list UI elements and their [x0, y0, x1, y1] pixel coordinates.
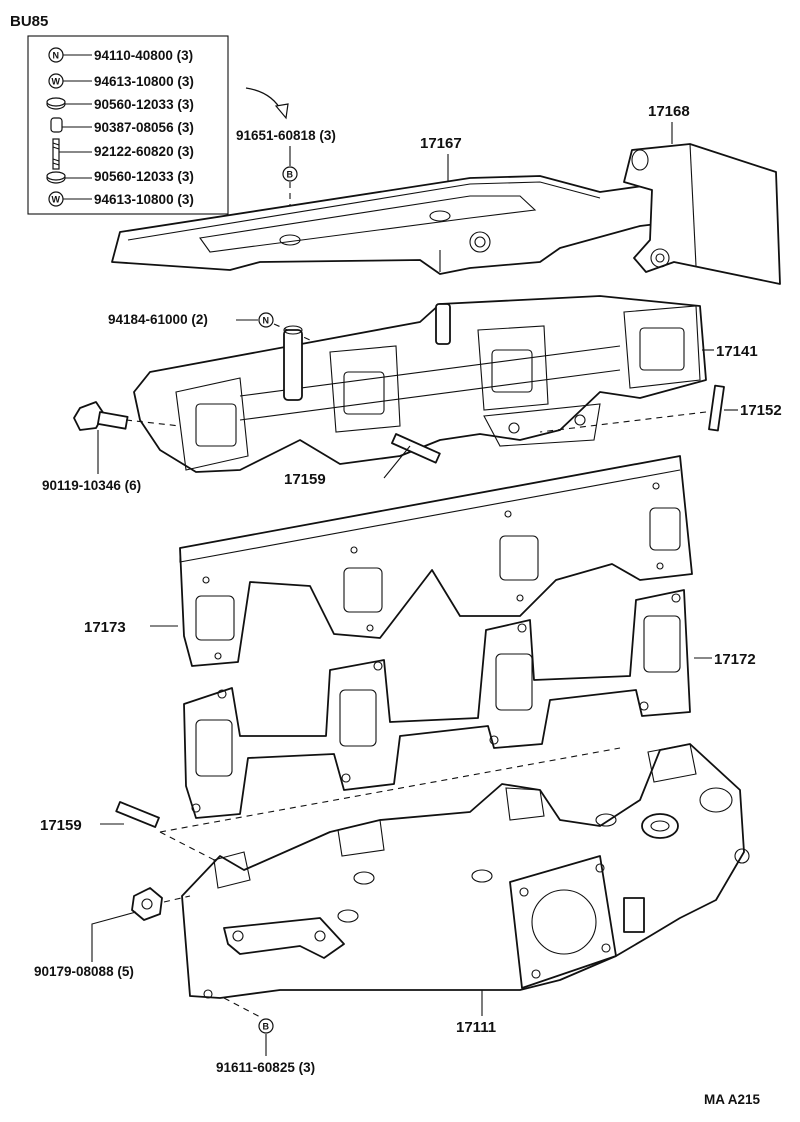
kit-item-1: 94110-40800 (3): [94, 48, 193, 63]
kit-item-5: 92122-60820 (3): [94, 144, 194, 159]
heat-insulator-17167: [111, 175, 691, 275]
b-symbol-icon: [282, 166, 298, 182]
callout-90119: 90119-10346 (6): [42, 478, 141, 493]
stud-17159-lower: [115, 801, 160, 828]
b-symbol-text-2: B: [263, 1022, 270, 1032]
callout-17111: 17111: [456, 1019, 496, 1036]
callout-90179: 90179-08088 (5): [34, 964, 134, 979]
kit-item-2: 94613-10800 (3): [94, 74, 194, 89]
b-symbol-icon: [258, 1018, 274, 1034]
kit-symbol-2: W: [52, 77, 61, 87]
callout-17159-upper: 17159: [284, 471, 326, 488]
kit-item-4: 90387-08056 (3): [94, 120, 194, 135]
heat-insulator-17173: [179, 455, 693, 667]
intake-manifold-17141: [133, 295, 707, 473]
kit-item-7: 94613-10800 (3): [94, 192, 194, 207]
callout-91651: 91651-60818 (3): [236, 128, 336, 143]
n-symbol-icon: [258, 312, 274, 328]
kit-item-6: 90560-12033 (3): [94, 169, 194, 184]
callout-17141: 17141: [716, 343, 758, 360]
callout-91611: 91611-60825 (3): [216, 1060, 315, 1075]
bracket-17168: [623, 143, 781, 285]
kit-box-frame: [27, 35, 229, 215]
callout-17168: 17168: [648, 103, 690, 120]
n-symbol-text: N: [263, 316, 270, 326]
nut-90179: [131, 887, 163, 921]
callout-17172: 17172: [714, 651, 756, 668]
collar-icon: [50, 117, 63, 133]
callout-17173: 17173: [84, 619, 126, 636]
arrow-icon: [245, 87, 283, 113]
kit-symbol-7: W: [52, 195, 61, 205]
bolt-90119: [73, 401, 129, 431]
stud-17159-upper: [391, 433, 441, 464]
kit-item-3: 90560-12033 (3): [94, 97, 194, 112]
kit-symbol-1: N: [53, 51, 60, 61]
model-code: BU85: [10, 13, 48, 30]
stud-icon: [52, 138, 60, 170]
callout-94184: 94184-61000 (2): [108, 312, 208, 327]
b-symbol-text: B: [287, 170, 294, 180]
callout-17167: 17167: [420, 135, 462, 152]
callout-17152: 17152: [740, 402, 782, 419]
gasket-17172: [183, 589, 691, 819]
callout-17159-lower: 17159: [40, 817, 82, 834]
stud-17152: [708, 384, 725, 432]
exhaust-manifold-17111: [181, 743, 750, 999]
kit-box: N 94110-40800 (3) W 94613-10800 (3) 9056…: [27, 35, 229, 215]
footer-code: MA A215: [704, 1092, 761, 1107]
